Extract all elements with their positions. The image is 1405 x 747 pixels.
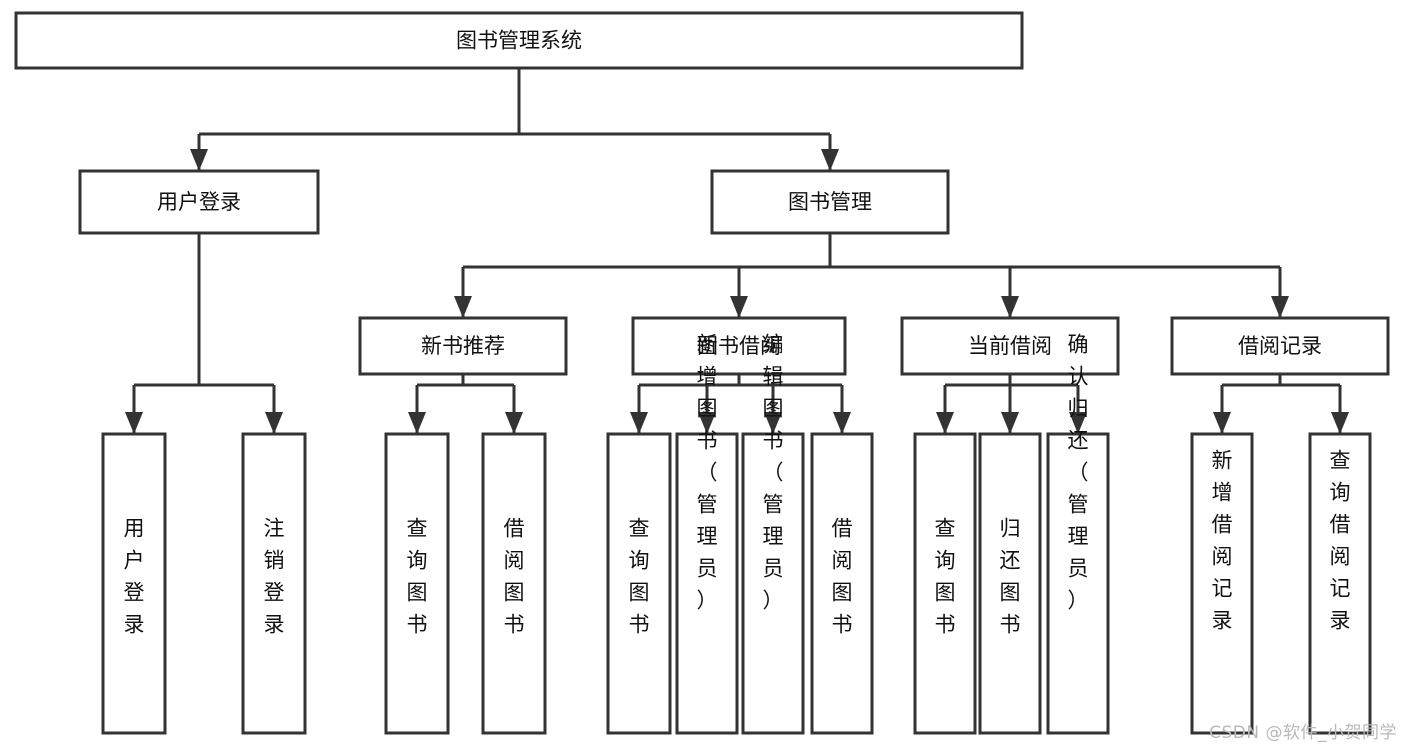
node-label-leaf-logout: 注销登录 [264,517,285,637]
node-label-leaf-query-book-2: 查询图书 [629,517,650,637]
node-book-manage[interactable]: 图书管理 [710,169,950,235]
node-box-leaf-query-borrow-record [1308,432,1372,735]
node-box-leaf-return-book [978,432,1042,735]
arrow-head-icon [1069,412,1087,434]
node-label-leaf-add-book-admin: 新增图书（管理员） [697,333,718,613]
node-label-leaf-return-book: 归还图书 [1000,517,1021,637]
node-label-leaf-query-borrow-record: 查询借阅记录 [1330,449,1351,633]
node-label-new-book-rec: 新书推荐 [421,334,505,358]
node-label-leaf-query-book-1: 查询图书 [407,517,428,637]
node-current-borrow[interactable]: 当前借阅 [900,316,1120,376]
node-label-current-borrow: 当前借阅 [968,334,1052,358]
node-leaf-query-book-1[interactable]: 查询图书 [384,432,450,735]
node-box-book-borrow [631,316,847,376]
node-label-leaf-confirm-return-admin: 确认归还（管理员） [1068,333,1089,613]
node-box-leaf-confirm-return-admin [1046,432,1110,735]
node-leaf-confirm-return-admin[interactable]: 确认归还（管理员） [1046,333,1110,735]
node-leaf-return-book[interactable]: 归还图书 [978,432,1042,735]
arrow-head-icon [265,412,283,434]
arrow-head-icon [821,149,839,171]
node-box-leaf-add-book-admin [675,432,739,735]
arrow-head-icon [1001,296,1019,318]
node-box-leaf-add-borrow-record [1190,432,1254,735]
node-leaf-query-book-2[interactable]: 查询图书 [606,432,672,735]
node-box-current-borrow [900,316,1120,376]
node-box-leaf-borrow-book-1 [481,432,547,735]
node-book-borrow[interactable]: 图书借阅 [631,316,847,376]
node-box-root [14,11,1024,70]
node-leaf-borrow-book-1[interactable]: 借阅图书 [481,432,547,735]
node-label-leaf-edit-book-admin: 编辑图书（管理员） [763,333,784,613]
arrow-head-icon [730,296,748,318]
edge-group-current-borrow [936,374,1087,434]
node-borrow-record[interactable]: 借阅记录 [1170,316,1390,376]
arrow-head-icon [505,412,523,434]
node-box-leaf-query-book-3 [913,432,977,735]
node-label-borrow-record: 借阅记录 [1238,334,1322,358]
node-user-login[interactable]: 用户登录 [78,169,320,235]
arrow-head-icon [190,149,208,171]
node-root[interactable]: 图书管理系统 [14,11,1024,70]
node-label-leaf-query-book-3: 查询图书 [935,517,956,637]
arrow-head-icon [1271,296,1289,318]
node-leaf-query-borrow-record[interactable]: 查询借阅记录 [1308,432,1372,735]
node-box-leaf-query-book-2 [606,432,672,735]
node-box-leaf-query-book-1 [384,432,450,735]
node-box-book-manage [710,169,950,235]
node-leaf-user-login[interactable]: 用户登录 [101,432,167,735]
node-leaf-logout[interactable]: 注销登录 [241,432,307,735]
node-new-book-rec[interactable]: 新书推荐 [358,316,568,376]
arrow-head-icon [833,412,851,434]
node-label-user-login: 用户登录 [157,190,241,214]
arrow-head-icon [764,412,782,434]
arrow-head-icon [630,412,648,434]
node-box-leaf-edit-book-admin [741,432,805,735]
node-leaf-add-book-admin[interactable]: 新增图书（管理员） [675,333,739,735]
watermark-text: CSDN @软件_小贺同学 [1209,723,1397,743]
connector-layer [125,68,1349,434]
arrow-head-icon [125,412,143,434]
edge-group-borrow-record [1213,374,1349,434]
arrow-head-icon [1001,412,1019,434]
arrow-head-icon [408,412,426,434]
edge-group-book-borrow [630,374,851,434]
node-layer: 图书管理系统用户登录图书管理新书推荐图书借阅当前借阅借阅记录用户登录注销登录查询… [14,11,1390,735]
arrow-head-icon [454,296,472,318]
node-label-book-borrow: 图书借阅 [697,334,781,358]
edge-group-root [190,68,839,171]
arrow-head-icon [1213,412,1231,434]
node-label-leaf-add-borrow-record: 新增借阅记录 [1212,449,1233,633]
node-box-leaf-borrow-book-2 [810,432,874,735]
node-leaf-edit-book-admin[interactable]: 编辑图书（管理员） [741,333,805,735]
node-box-leaf-user-login [101,432,167,735]
node-box-borrow-record [1170,316,1390,376]
node-box-leaf-logout [241,432,307,735]
node-box-new-book-rec [358,316,568,376]
node-label-leaf-borrow-book-1: 借阅图书 [504,517,525,637]
node-box-user-login [78,169,320,235]
node-label-root: 图书管理系统 [456,29,582,53]
arrow-head-icon [1331,412,1349,434]
node-leaf-add-borrow-record[interactable]: 新增借阅记录 [1190,432,1254,735]
edge-group-book-manage [454,233,1289,318]
node-label-leaf-borrow-book-2: 借阅图书 [832,517,853,637]
node-leaf-query-book-3[interactable]: 查询图书 [913,432,977,735]
edge-group-user-login [125,233,283,434]
node-label-leaf-user-login: 用户登录 [124,517,145,637]
node-label-book-manage: 图书管理 [788,190,872,214]
arrow-head-icon [936,412,954,434]
edge-group-new-book-rec [408,374,523,434]
node-leaf-borrow-book-2[interactable]: 借阅图书 [810,432,874,735]
arrow-head-icon [698,412,716,434]
